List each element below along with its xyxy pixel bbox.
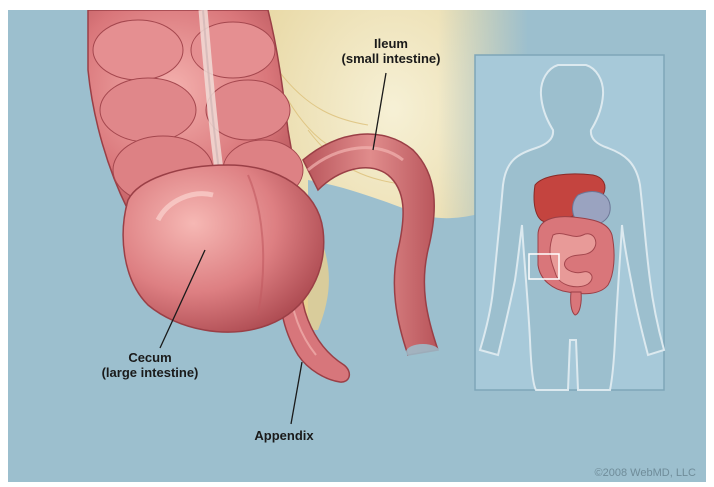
appendix-pointer: [291, 362, 302, 424]
copyright-text: ©2008 WebMD, LLC: [595, 467, 696, 479]
cecum-label: Cecum (large intestine): [80, 350, 220, 380]
cecum: [123, 165, 324, 332]
appendix-label: Appendix: [244, 428, 324, 443]
inset-panel: [475, 55, 664, 390]
cecum-title: Cecum: [80, 350, 220, 365]
appendix-title: Appendix: [244, 428, 324, 443]
anatomy-illustration: [8, 10, 706, 482]
illustration-frame: Ileum (small intestine) Cecum (large int…: [8, 10, 706, 482]
cecum-subtitle: (large intestine): [80, 365, 220, 380]
ileum-label: Ileum (small intestine): [326, 36, 456, 66]
ileum-subtitle: (small intestine): [326, 51, 456, 66]
ileum-title: Ileum: [326, 36, 456, 51]
